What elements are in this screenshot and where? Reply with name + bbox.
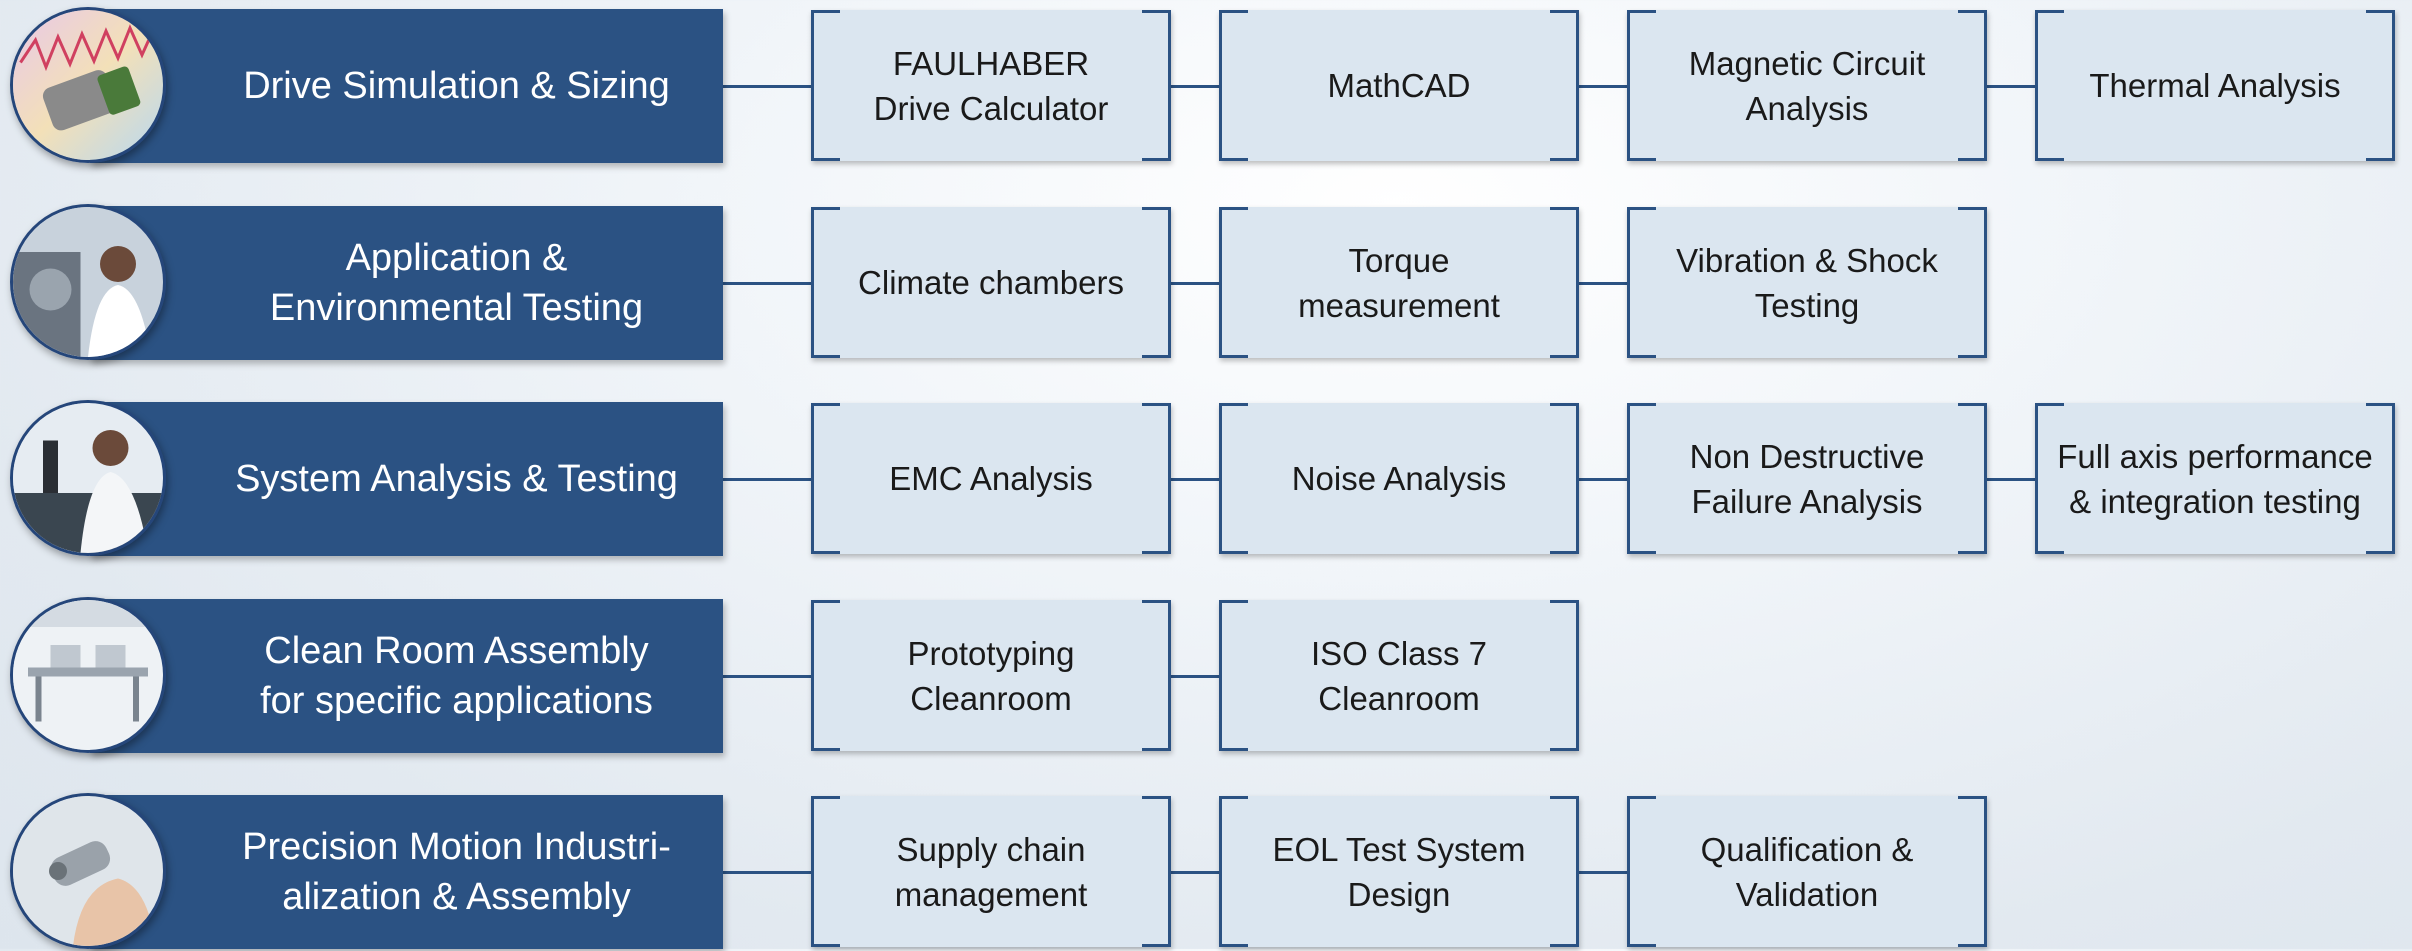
row-precision-motion: Precision Motion Industri- alization & A… <box>0 793 2412 951</box>
item-label: ISO Class 7 Cleanroom <box>1310 634 1488 717</box>
microscope-scientist-photo-icon <box>10 400 166 556</box>
item-label: Prototyping Cleanroom <box>907 634 1075 717</box>
item-box: Noise Analysis <box>1219 403 1579 554</box>
item-box: Torque measurement <box>1219 207 1579 358</box>
item-box: Prototyping Cleanroom <box>811 600 1171 751</box>
item-label: Magnetic Circuit Analysis <box>1688 44 1926 127</box>
item-label: FAULHABER Drive Calculator <box>873 44 1109 127</box>
item-label: MathCAD <box>1327 67 1471 104</box>
category-box: Clean Room Assembly for specific applica… <box>90 599 723 753</box>
category-box: Application & Environmental Testing <box>90 206 723 360</box>
hand-holding-motor-photo-icon <box>10 793 166 949</box>
item-box: EOL Test System Design <box>1219 796 1579 947</box>
item-box: ISO Class 7 Cleanroom <box>1219 600 1579 751</box>
item-label: Supply chain management <box>894 830 1088 913</box>
item-box: Full axis performance & integration test… <box>2035 403 2395 554</box>
category-label: System Analysis & Testing <box>235 458 678 500</box>
row-drive-simulation: Drive Simulation & Sizing FAULHABER Driv… <box>0 7 2412 165</box>
category-label: Precision Motion Industri- alization & A… <box>242 826 671 918</box>
item-label: EOL Test System Design <box>1272 830 1526 913</box>
item-box: EMC Analysis <box>811 403 1171 554</box>
item-box: MathCAD <box>1219 10 1579 161</box>
item-box: Qualification & Validation <box>1627 796 1987 947</box>
cleanroom-photo-icon <box>10 597 166 753</box>
category-box: Precision Motion Industri- alization & A… <box>90 795 723 949</box>
item-label: Qualification & Validation <box>1700 830 1914 913</box>
item-box: Climate chambers <box>811 207 1171 358</box>
row-connector <box>723 282 1627 285</box>
lab-engineer-photo-icon <box>10 204 166 360</box>
category-box: System Analysis & Testing <box>90 402 723 556</box>
item-label: Vibration & Shock Testing <box>1676 241 1938 324</box>
row-system-analysis: System Analysis & Testing EMC Analysis N… <box>0 400 2412 558</box>
item-box: Vibration & Shock Testing <box>1627 207 1987 358</box>
item-label: Thermal Analysis <box>2089 67 2341 104</box>
item-label: Full axis performance & integration test… <box>2057 437 2373 520</box>
item-box: Thermal Analysis <box>2035 10 2395 161</box>
item-box: Non Destructive Failure Analysis <box>1627 403 1987 554</box>
item-box: Supply chain management <box>811 796 1171 947</box>
row-clean-room: Clean Room Assembly for specific applica… <box>0 597 2412 755</box>
item-label: Climate chambers <box>858 264 1124 301</box>
item-box: FAULHABER Drive Calculator <box>811 10 1171 161</box>
motor-photo-icon <box>10 7 166 163</box>
item-box: Magnetic Circuit Analysis <box>1627 10 1987 161</box>
category-label: Application & Environmental Testing <box>269 237 644 329</box>
category-label: Drive Simulation & Sizing <box>243 65 670 107</box>
row-connector <box>723 871 1627 874</box>
item-label: Torque measurement <box>1298 241 1500 324</box>
item-label: Non Destructive Failure Analysis <box>1689 437 1925 520</box>
row-application-testing: Application & Environmental Testing Clim… <box>0 204 2412 362</box>
category-label: Clean Room Assembly for specific applica… <box>260 630 653 722</box>
category-box: Drive Simulation & Sizing <box>90 9 723 163</box>
item-label: EMC Analysis <box>889 460 1093 497</box>
item-label: Noise Analysis <box>1291 460 1507 497</box>
